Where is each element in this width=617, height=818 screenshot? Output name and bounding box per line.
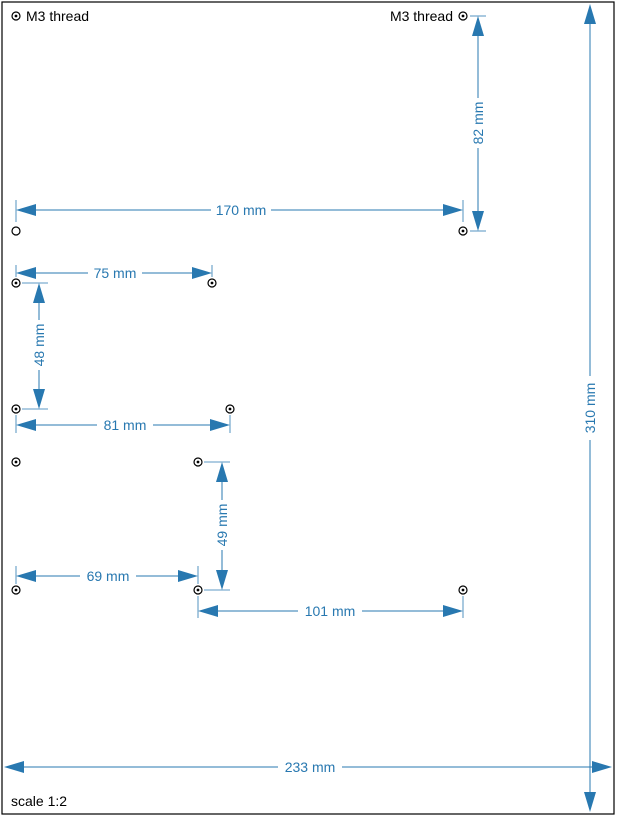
hole-row3-right: [225, 404, 235, 414]
threaded-hole-center-icon: [461, 14, 465, 18]
hole-row5-left: [11, 585, 21, 595]
legend-thread: M3 thread: [11, 8, 89, 24]
dim-82: 82 mm: [470, 102, 486, 145]
hole-row4-right: [193, 457, 203, 467]
threaded-hole-center-icon: [14, 588, 18, 592]
hole-row2-right: [207, 278, 217, 288]
threaded-hole-center-icon: [228, 407, 232, 411]
threaded-hole-center-icon: [461, 588, 465, 592]
hole-row4-left: [11, 457, 21, 467]
threaded-hole-center-icon: [14, 14, 18, 18]
arrowheads: [4, 4, 612, 812]
dim-48: 48 mm: [31, 324, 47, 367]
hole-row1-left: [11, 226, 21, 236]
threaded-hole-center-icon: [14, 281, 18, 285]
threaded-hole-center-icon: [210, 281, 214, 285]
threaded-hole-center-icon: [196, 460, 200, 464]
legend-thread-label: M3 thread: [26, 8, 89, 24]
threaded-hole-center-icon: [14, 460, 18, 464]
plain-hole-icon: [11, 226, 21, 236]
dim-101: 101 mm: [305, 603, 356, 619]
hole-label-top-right: M3 thread: [390, 8, 453, 24]
hole-row5-right: [458, 585, 468, 595]
dim-170: 170 mm: [216, 202, 267, 218]
dim-49: 49 mm: [214, 504, 230, 547]
hole-row5-mid: [193, 585, 203, 595]
threaded-hole-center-icon: [461, 229, 465, 233]
hole-row3-left: [11, 404, 21, 414]
dim-overall-height: 310 mm: [582, 383, 598, 434]
hole-top-right: [458, 11, 468, 21]
hole-row1-right: [458, 226, 468, 236]
dim-75: 75 mm: [94, 265, 137, 281]
dim-69: 69 mm: [87, 568, 130, 584]
dimension-labels: 170 mm 82 mm 75 mm 48 mm 81 mm 49 mm 69 …: [31, 98, 598, 775]
dim-overall-width: 233 mm: [285, 759, 336, 775]
holes: [11, 11, 468, 595]
dim-81: 81 mm: [104, 417, 147, 433]
threaded-hole-center-icon: [14, 407, 18, 411]
threaded-hole-center-icon: [196, 588, 200, 592]
scale-label: scale 1:2: [11, 793, 67, 809]
hole-thread-label: M3 thread: [390, 8, 453, 24]
hole-row2-left: [11, 278, 21, 288]
